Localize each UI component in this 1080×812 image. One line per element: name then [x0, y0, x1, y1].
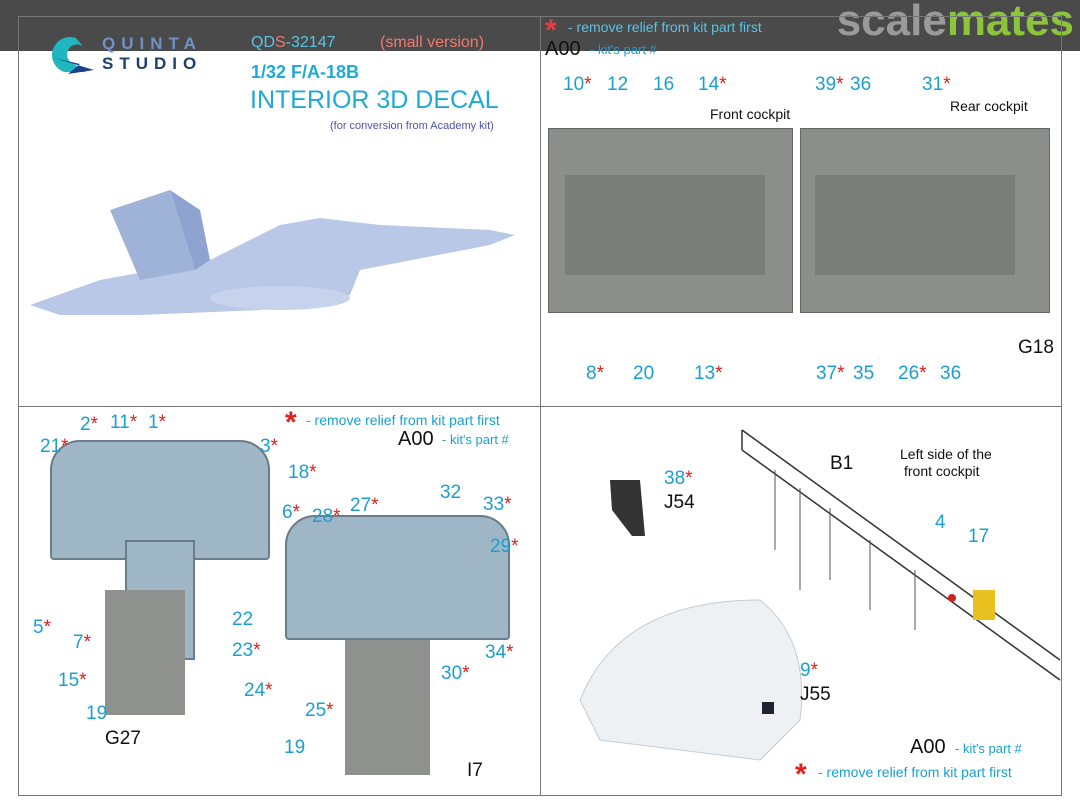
- callout-8: 8*: [586, 363, 604, 384]
- aircraft-illustration: [20, 170, 530, 330]
- callout-3: 3*: [260, 436, 278, 457]
- callout-g18: G18: [1018, 337, 1054, 358]
- callout-14: 14*: [698, 74, 727, 95]
- divider-horizontal: [18, 406, 1062, 407]
- code-prefix: QD: [251, 34, 275, 51]
- rear-cockpit-tub: [815, 175, 1015, 275]
- scalemates-logo[interactable]: scalemates: [836, 0, 1074, 45]
- callout-27: 27*: [350, 495, 379, 516]
- callout-26: 26*: [898, 363, 927, 384]
- legend-star-4: *: [795, 758, 807, 791]
- callout-21: 21*: [40, 436, 69, 457]
- callout-i7: I7: [467, 760, 483, 781]
- rear-cockpit-label: Rear cockpit: [950, 98, 1028, 114]
- legend-part-code-4: A00: [910, 736, 946, 758]
- legend-remove-text-4: - remove relief from kit part first: [818, 764, 1012, 780]
- callout-6: 6*: [282, 502, 300, 523]
- callout-1: 1*: [148, 412, 166, 433]
- callout-36b: 36: [940, 363, 962, 384]
- callout-19b: 19: [284, 737, 306, 758]
- callout-11: 11*: [110, 412, 138, 433]
- callout-36: 36: [850, 74, 872, 95]
- product-code: QDS-32147: [251, 34, 336, 52]
- legend-star-3: *: [285, 406, 297, 439]
- callout-12: 12: [607, 74, 629, 95]
- variant-label: (small version): [380, 34, 485, 51]
- callout-22: 22: [232, 609, 254, 630]
- rear-instrument-panel: [285, 515, 510, 640]
- legend-part-code: A00: [545, 38, 581, 60]
- front-pedestal: [105, 590, 185, 715]
- callout-30: 30*: [441, 663, 470, 684]
- callout-15: 15*: [58, 670, 87, 691]
- callout-j54: J54: [664, 492, 695, 513]
- side-note-line2: front cockpit: [904, 463, 980, 479]
- legend-star: *: [545, 14, 557, 47]
- callout-31: 31*: [922, 74, 951, 95]
- callout-39: 39*: [815, 74, 844, 95]
- legend-remove-text-3: - remove relief from kit part first: [306, 412, 500, 428]
- callout-20: 20: [633, 363, 655, 384]
- legend-part-code-3: A00: [398, 428, 434, 450]
- callout-16: 16: [653, 74, 675, 95]
- callout-28: 28*: [312, 506, 341, 527]
- callout-19: 19: [86, 703, 108, 724]
- legend-part-desc-3: - kit's part #: [442, 432, 509, 447]
- callout-5: 5*: [33, 617, 51, 638]
- front-cockpit-label: Front cockpit: [710, 106, 791, 122]
- callout-37: 37*: [816, 363, 845, 384]
- scale-model: 1/32 F/A-18B: [251, 62, 360, 82]
- callout-j55: J55: [800, 684, 831, 705]
- front-cockpit-tub: [565, 175, 765, 275]
- callout-23: 23*: [232, 640, 261, 661]
- callout-33: 33*: [483, 494, 512, 515]
- code-s: S: [275, 34, 286, 51]
- callout-32: 32: [440, 482, 462, 503]
- callout-24: 24*: [244, 680, 273, 701]
- callout-18: 18*: [288, 462, 317, 483]
- legend-part-desc: - kit's part #: [590, 42, 657, 57]
- logo-text-studio: STUDIO: [102, 54, 203, 73]
- callout-7: 7*: [73, 632, 91, 653]
- legend-remove-text: - remove relief from kit part first: [568, 19, 762, 35]
- code-number: -32147: [285, 34, 336, 51]
- legend-part-desc-4: - kit's part #: [955, 741, 1022, 756]
- callout-34: 34*: [485, 642, 514, 663]
- product-title: INTERIOR 3D DECAL: [250, 86, 499, 114]
- side-note-line1: Left side of the: [900, 446, 992, 462]
- callout-2: 2*: [80, 414, 98, 435]
- callout-13: 13*: [694, 363, 723, 384]
- callout-4: 4: [935, 512, 946, 533]
- conversion-note: (for conversion from Academy kit): [330, 120, 494, 132]
- callout-38: 38*: [664, 468, 693, 489]
- rear-pedestal: [345, 640, 430, 775]
- callout-g27: G27: [105, 728, 141, 749]
- callout-b1: B1: [830, 453, 854, 474]
- callout-25: 25*: [305, 700, 334, 721]
- callout-10: 10*: [563, 74, 592, 95]
- callout-35: 35: [853, 363, 875, 384]
- callout-17: 17: [968, 526, 990, 547]
- logo-text-quinta: QUINTA: [102, 34, 202, 53]
- callout-29: 29*: [490, 536, 519, 557]
- callout-9: 9*: [800, 660, 818, 681]
- quinta-logo: [46, 34, 106, 76]
